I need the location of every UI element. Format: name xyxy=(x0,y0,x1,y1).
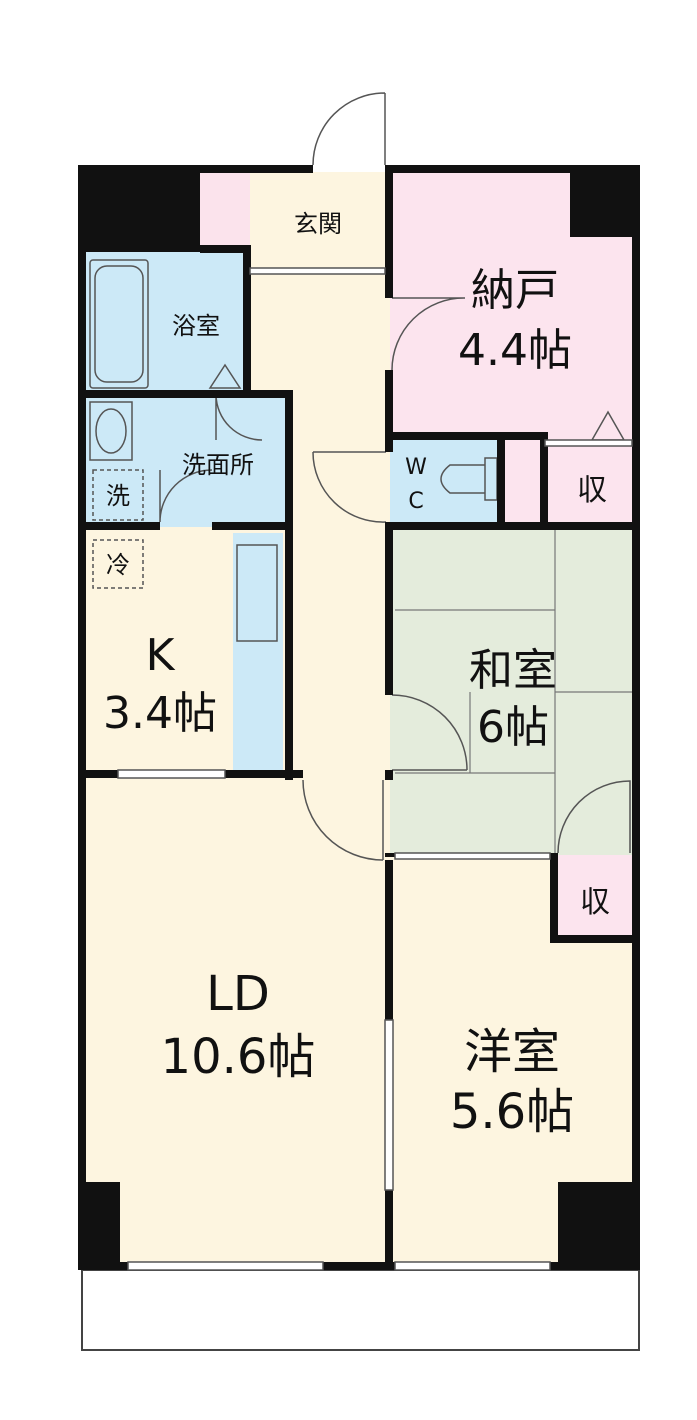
reizoko-label: 冷 xyxy=(106,551,130,579)
senmenjo-door xyxy=(215,394,263,441)
kitchen-label: K xyxy=(146,630,176,681)
kitchen-counter xyxy=(233,533,283,773)
washitsu-label: 和室 xyxy=(469,645,557,696)
entrance-door xyxy=(312,92,386,166)
window-yoshitsu xyxy=(394,1261,551,1271)
ld-label: LD xyxy=(206,966,270,1022)
wall-block-sw xyxy=(78,1182,120,1270)
fixtures xyxy=(89,259,626,642)
kitchen-sink xyxy=(236,544,278,642)
shu-lower-floor xyxy=(555,855,635,935)
washitsu-door xyxy=(391,694,468,771)
nando-door xyxy=(391,297,466,371)
wc-floor xyxy=(390,440,502,525)
washitsu-floor xyxy=(390,525,635,855)
opening-washitsu-yoshitsu xyxy=(394,852,551,860)
balcony-outline xyxy=(81,1269,640,1351)
ld-floor xyxy=(85,777,390,1265)
yoshitsu-label: 洋室 xyxy=(464,1024,560,1080)
wall-block-nw xyxy=(78,165,200,252)
genkan-label: 玄関 xyxy=(294,210,342,238)
ld-size: 10.6帖 xyxy=(161,1029,316,1085)
shu-door xyxy=(557,780,631,854)
balcony xyxy=(81,1269,640,1351)
wc-door xyxy=(312,451,387,523)
openings xyxy=(117,267,633,1271)
senmenjo-label: 洗面所 xyxy=(182,451,254,479)
sentaku-label: 洗 xyxy=(106,482,130,510)
sliding-ld-yoshitsu xyxy=(384,1019,394,1191)
labels: 玄関 納戸 4.4帖 浴室 洗面所 洗 W C 収 冷 K 3.4帖 和室 6帖… xyxy=(103,210,610,1140)
ld-door xyxy=(302,779,384,861)
fridge-space xyxy=(92,539,144,589)
opening-shu-upper xyxy=(544,439,633,447)
bath-door xyxy=(159,469,213,523)
wc-label-top: W xyxy=(405,455,427,480)
opening-genkan xyxy=(249,267,386,275)
genkan-step xyxy=(250,172,388,272)
wash-basin xyxy=(89,401,133,461)
shu-upper-label: 収 xyxy=(577,473,607,508)
nando-label: 納戸 xyxy=(471,265,559,316)
washitsu-size: 6帖 xyxy=(477,702,549,753)
walls xyxy=(78,165,640,1270)
yoshitsu-size: 5.6帖 xyxy=(450,1084,574,1140)
tatami-lines xyxy=(395,530,632,855)
door-swings xyxy=(159,92,631,861)
shu-upper-floor xyxy=(502,440,635,525)
washer-space xyxy=(92,469,144,521)
wall-block-se xyxy=(558,1182,640,1270)
vent-triangle-bath xyxy=(208,363,242,389)
window-ld xyxy=(127,1261,324,1271)
wall-block-ne xyxy=(570,165,640,237)
toilet-bowl xyxy=(440,464,485,494)
kitchen-size: 3.4帖 xyxy=(103,688,217,739)
wash-basin-bowl xyxy=(95,408,127,454)
yokushitsu-label: 浴室 xyxy=(172,312,220,340)
shu-lower-label: 収 xyxy=(580,885,610,920)
bathtub-inner xyxy=(94,265,144,383)
wc-label-bottom: C xyxy=(408,489,423,514)
nando-size: 4.4帖 xyxy=(458,325,572,376)
opening-kitchen-ld xyxy=(117,769,226,779)
bathtub xyxy=(89,259,149,389)
